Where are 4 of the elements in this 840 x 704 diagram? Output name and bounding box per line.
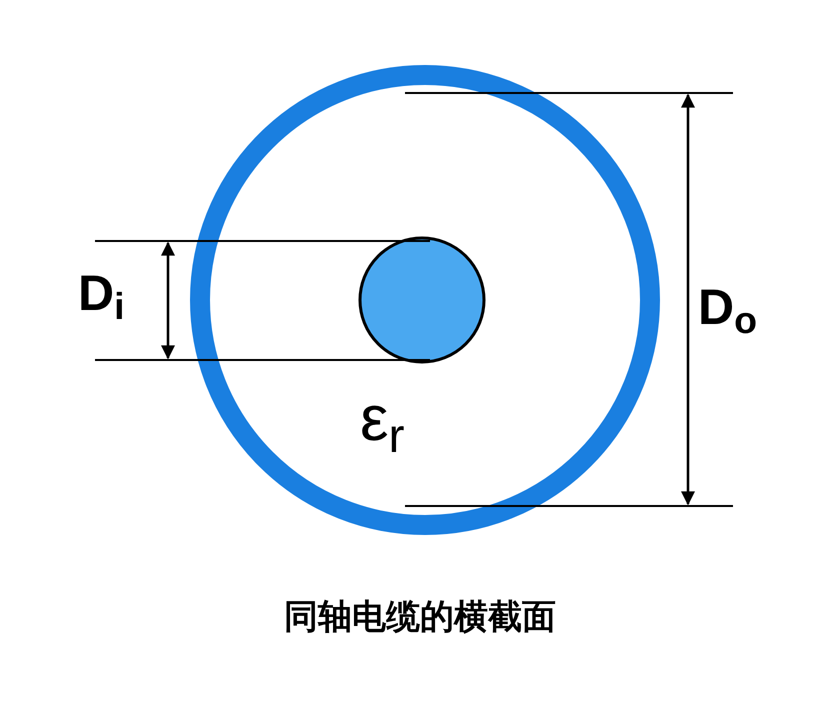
dimension-label: ε$_{r}$ [360, 386, 405, 450]
dimension-label: D$_{o}$ [698, 282, 758, 332]
caption: 同轴电缆的横截面 [283, 596, 557, 638]
dimension-label: D$_{i}$ [78, 268, 125, 318]
